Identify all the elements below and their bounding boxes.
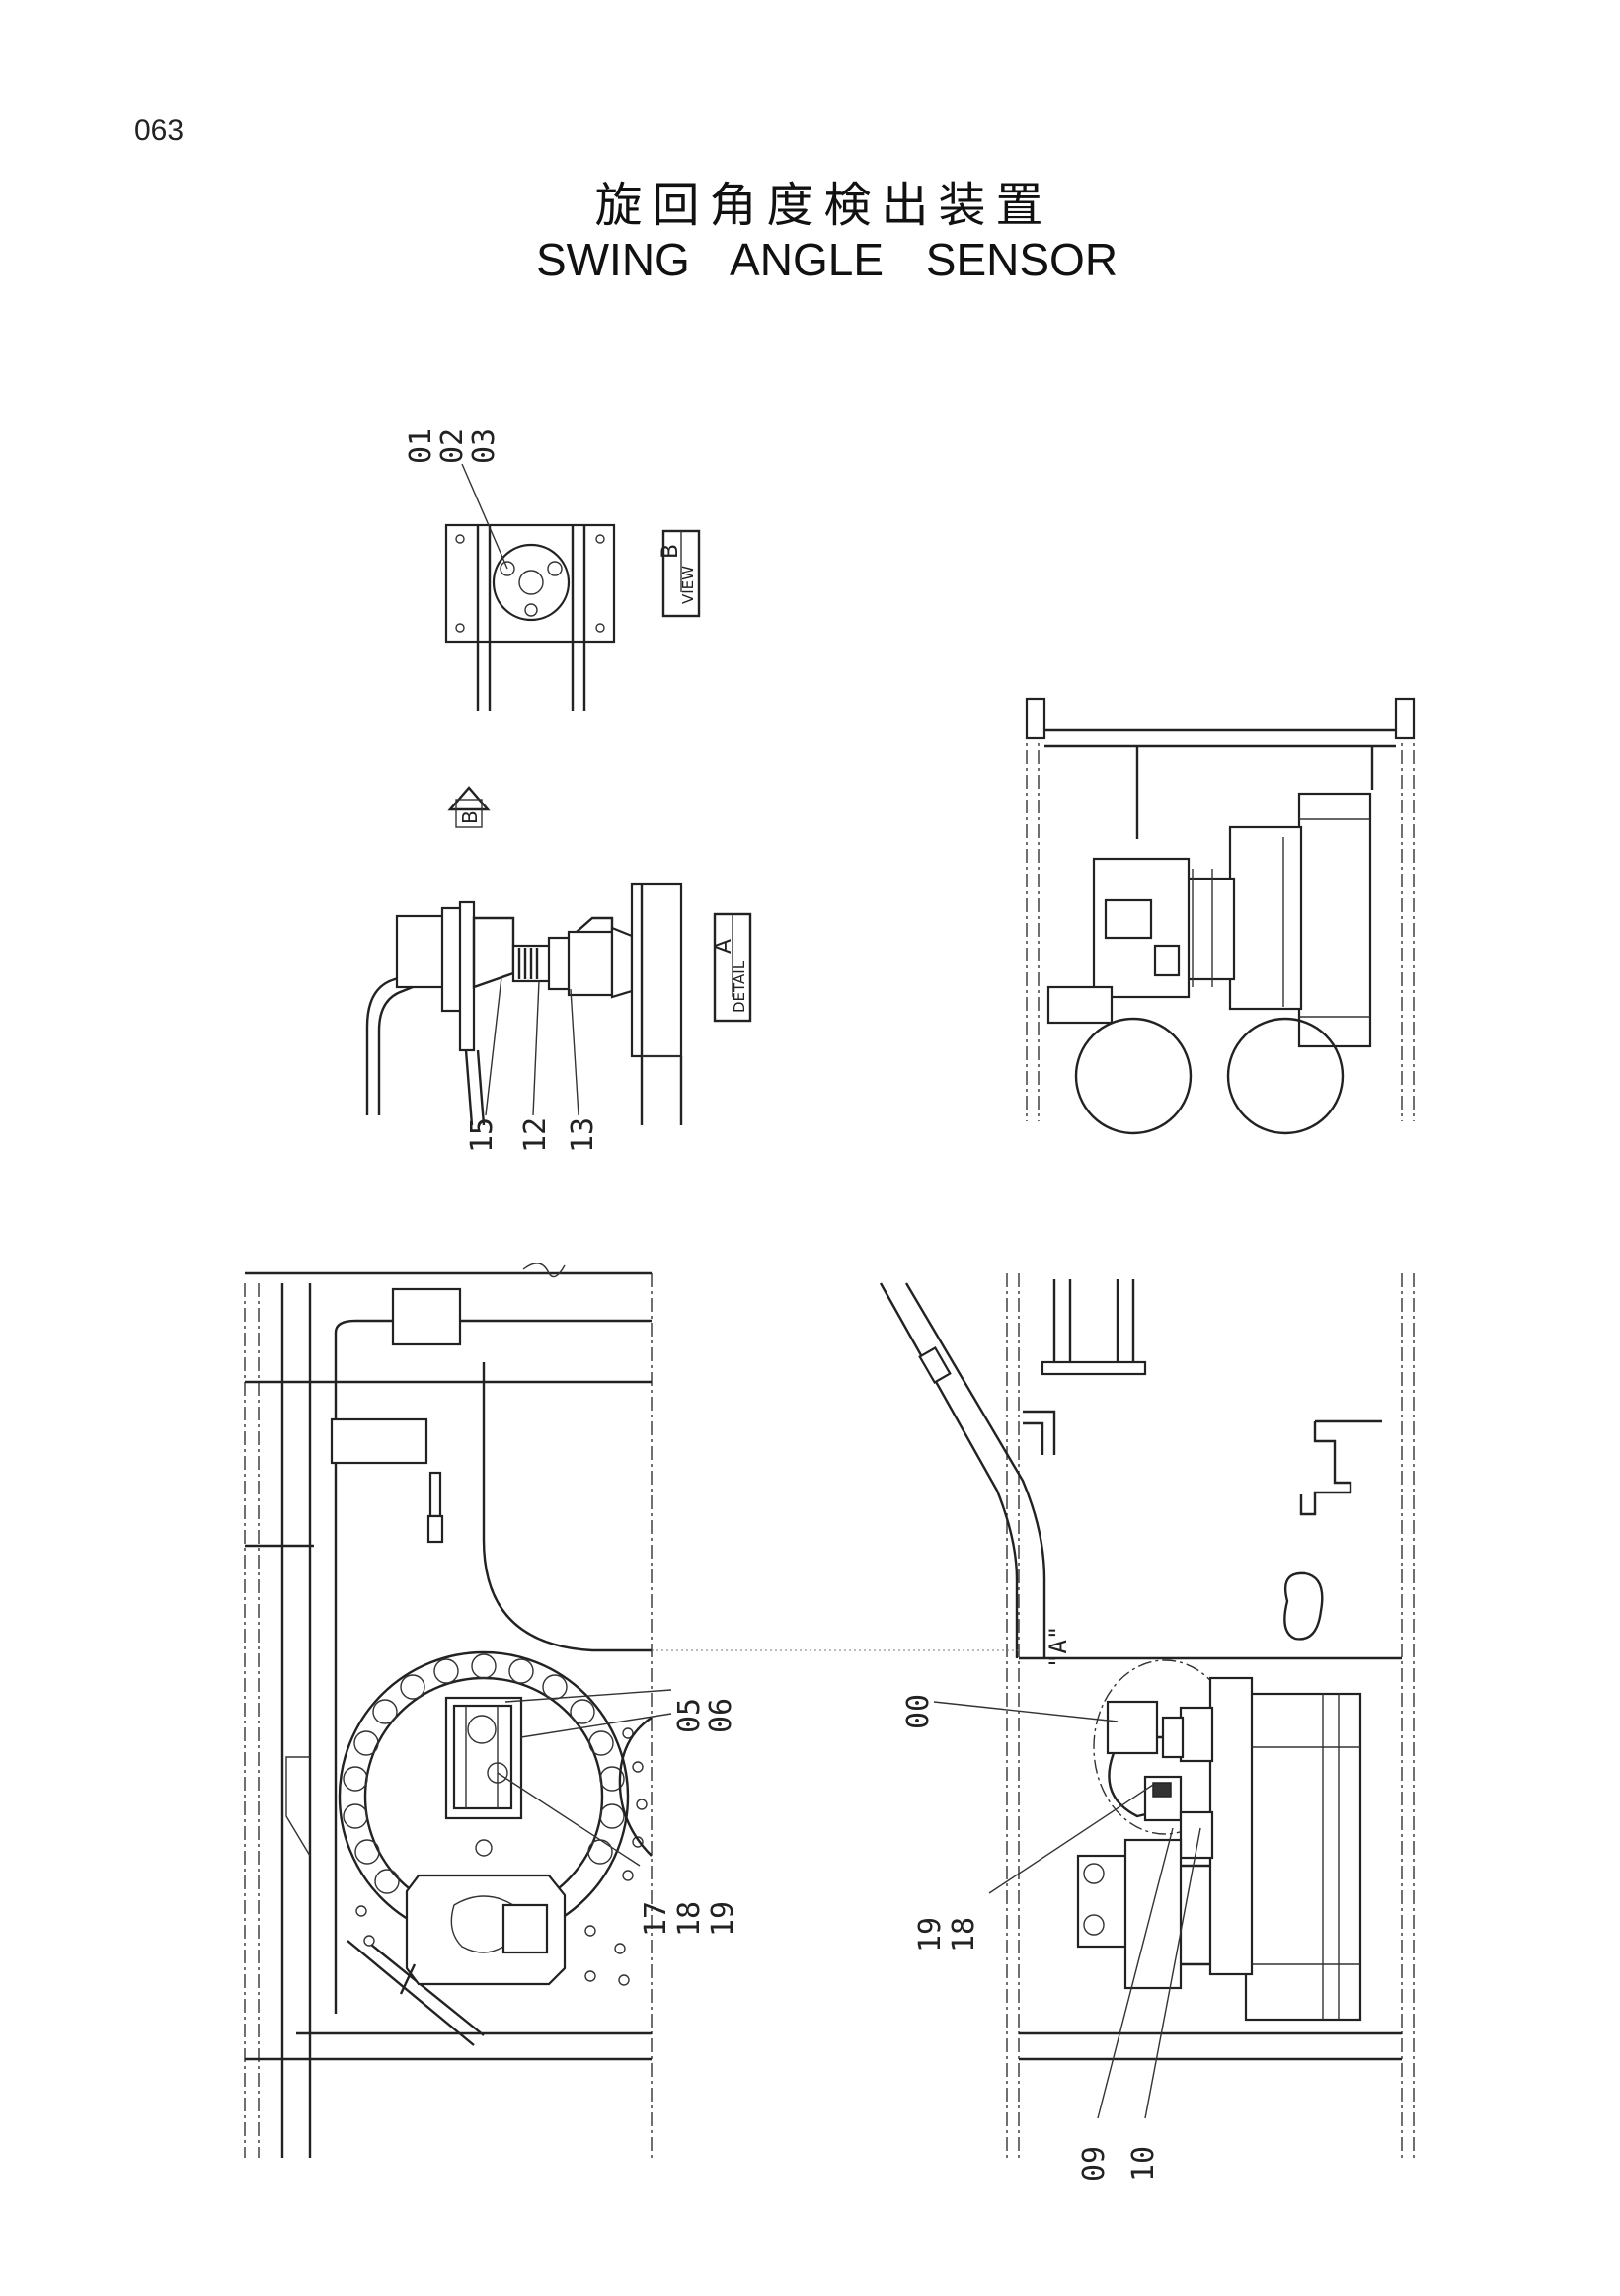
callout-01: 01 (404, 428, 438, 464)
detail-a-drawing (365, 882, 683, 1126)
detail-a-label: "A" (1044, 1626, 1072, 1668)
view-b-tag-label: VIEW (679, 566, 697, 604)
callout-05: 05 (672, 1698, 707, 1733)
callout-02: 02 (435, 428, 470, 464)
callout-12: 12 (518, 1117, 553, 1153)
plan-view-callouts: 05 06 17 18 19 (639, 1698, 740, 1937)
side-view-labels: "A" 00 19 18 09 10 (901, 1626, 1161, 2181)
title-english: SWING ANGLE SENSOR (535, 234, 1119, 285)
callout-00: 00 (901, 1694, 936, 1729)
callout-17: 17 (639, 1901, 673, 1937)
side-view (879, 1273, 1415, 2158)
section-arrow-letter: B (458, 810, 482, 824)
view-b-drawing (444, 463, 616, 711)
detail-a-tag: DETAIL A (712, 912, 752, 1023)
page-number: 063 (134, 115, 185, 147)
callout-06: 06 (704, 1698, 738, 1733)
callout-10: 10 (1126, 2146, 1161, 2181)
section-arrow-b: B (447, 786, 491, 828)
detail-a-callouts: 15 12 13 (465, 1117, 600, 1153)
callout-19: 19 (706, 1901, 740, 1937)
callout-18b: 18 (947, 1917, 981, 1952)
elevation-view-upper (1025, 697, 1416, 1135)
callout-13: 13 (566, 1117, 600, 1153)
callout-15: 15 (465, 1117, 500, 1153)
view-b-callouts: 01 02 03 (404, 428, 501, 464)
ring-bolt-holes (343, 1653, 625, 1894)
view-b-tag-letter: B (658, 544, 683, 559)
plan-view (244, 1263, 672, 2158)
title-japanese: 旋回角度検出装置 (594, 178, 1053, 233)
callout-18: 18 (672, 1901, 707, 1937)
detail-a-tag-letter: A (712, 939, 736, 954)
callout-03: 03 (467, 428, 501, 464)
callout-19b: 19 (913, 1917, 948, 1952)
view-b-tag: VIEW B (658, 529, 701, 618)
detail-a-tag-label: DETAIL (731, 960, 748, 1013)
callout-09: 09 (1077, 2146, 1112, 2181)
